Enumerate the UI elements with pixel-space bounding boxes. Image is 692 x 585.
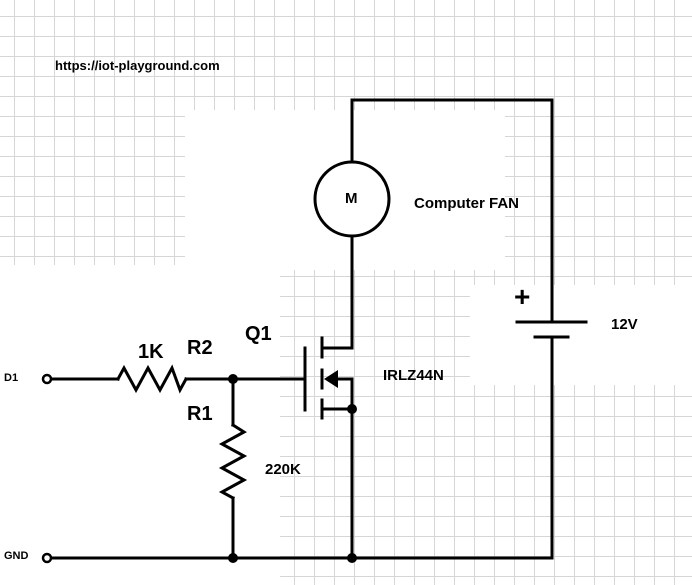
transistor-ref: Q1	[245, 323, 272, 345]
source-url: https://iot-playground.com	[55, 58, 220, 73]
gnd-terminal	[41, 552, 53, 564]
input-terminal	[41, 373, 53, 385]
r2-value: 1K	[138, 341, 164, 363]
resistor-r2	[115, 364, 189, 394]
battery-plus: +	[514, 281, 531, 312]
battery-voltage: 12V	[611, 316, 638, 333]
transistor-part: IRLZ44N	[383, 367, 444, 384]
junction-gate	[228, 374, 238, 384]
r1-value: 220K	[265, 461, 301, 478]
mosfet-arrow	[324, 370, 338, 388]
white-area-right	[470, 285, 692, 385]
motor-symbol: M	[345, 190, 358, 207]
top-wire	[350, 98, 554, 324]
ground-pin-label: GND	[4, 550, 29, 562]
r1-ref: R1	[187, 403, 213, 425]
input-pin-label: D1	[4, 372, 19, 384]
junction-source-gnd	[347, 553, 357, 563]
motor-label: Computer FAN	[414, 195, 519, 212]
junction-source	[347, 404, 357, 414]
resistor-r1	[218, 422, 248, 501]
junction-r1-gnd	[228, 553, 238, 563]
r2-ref: R2	[187, 337, 213, 359]
